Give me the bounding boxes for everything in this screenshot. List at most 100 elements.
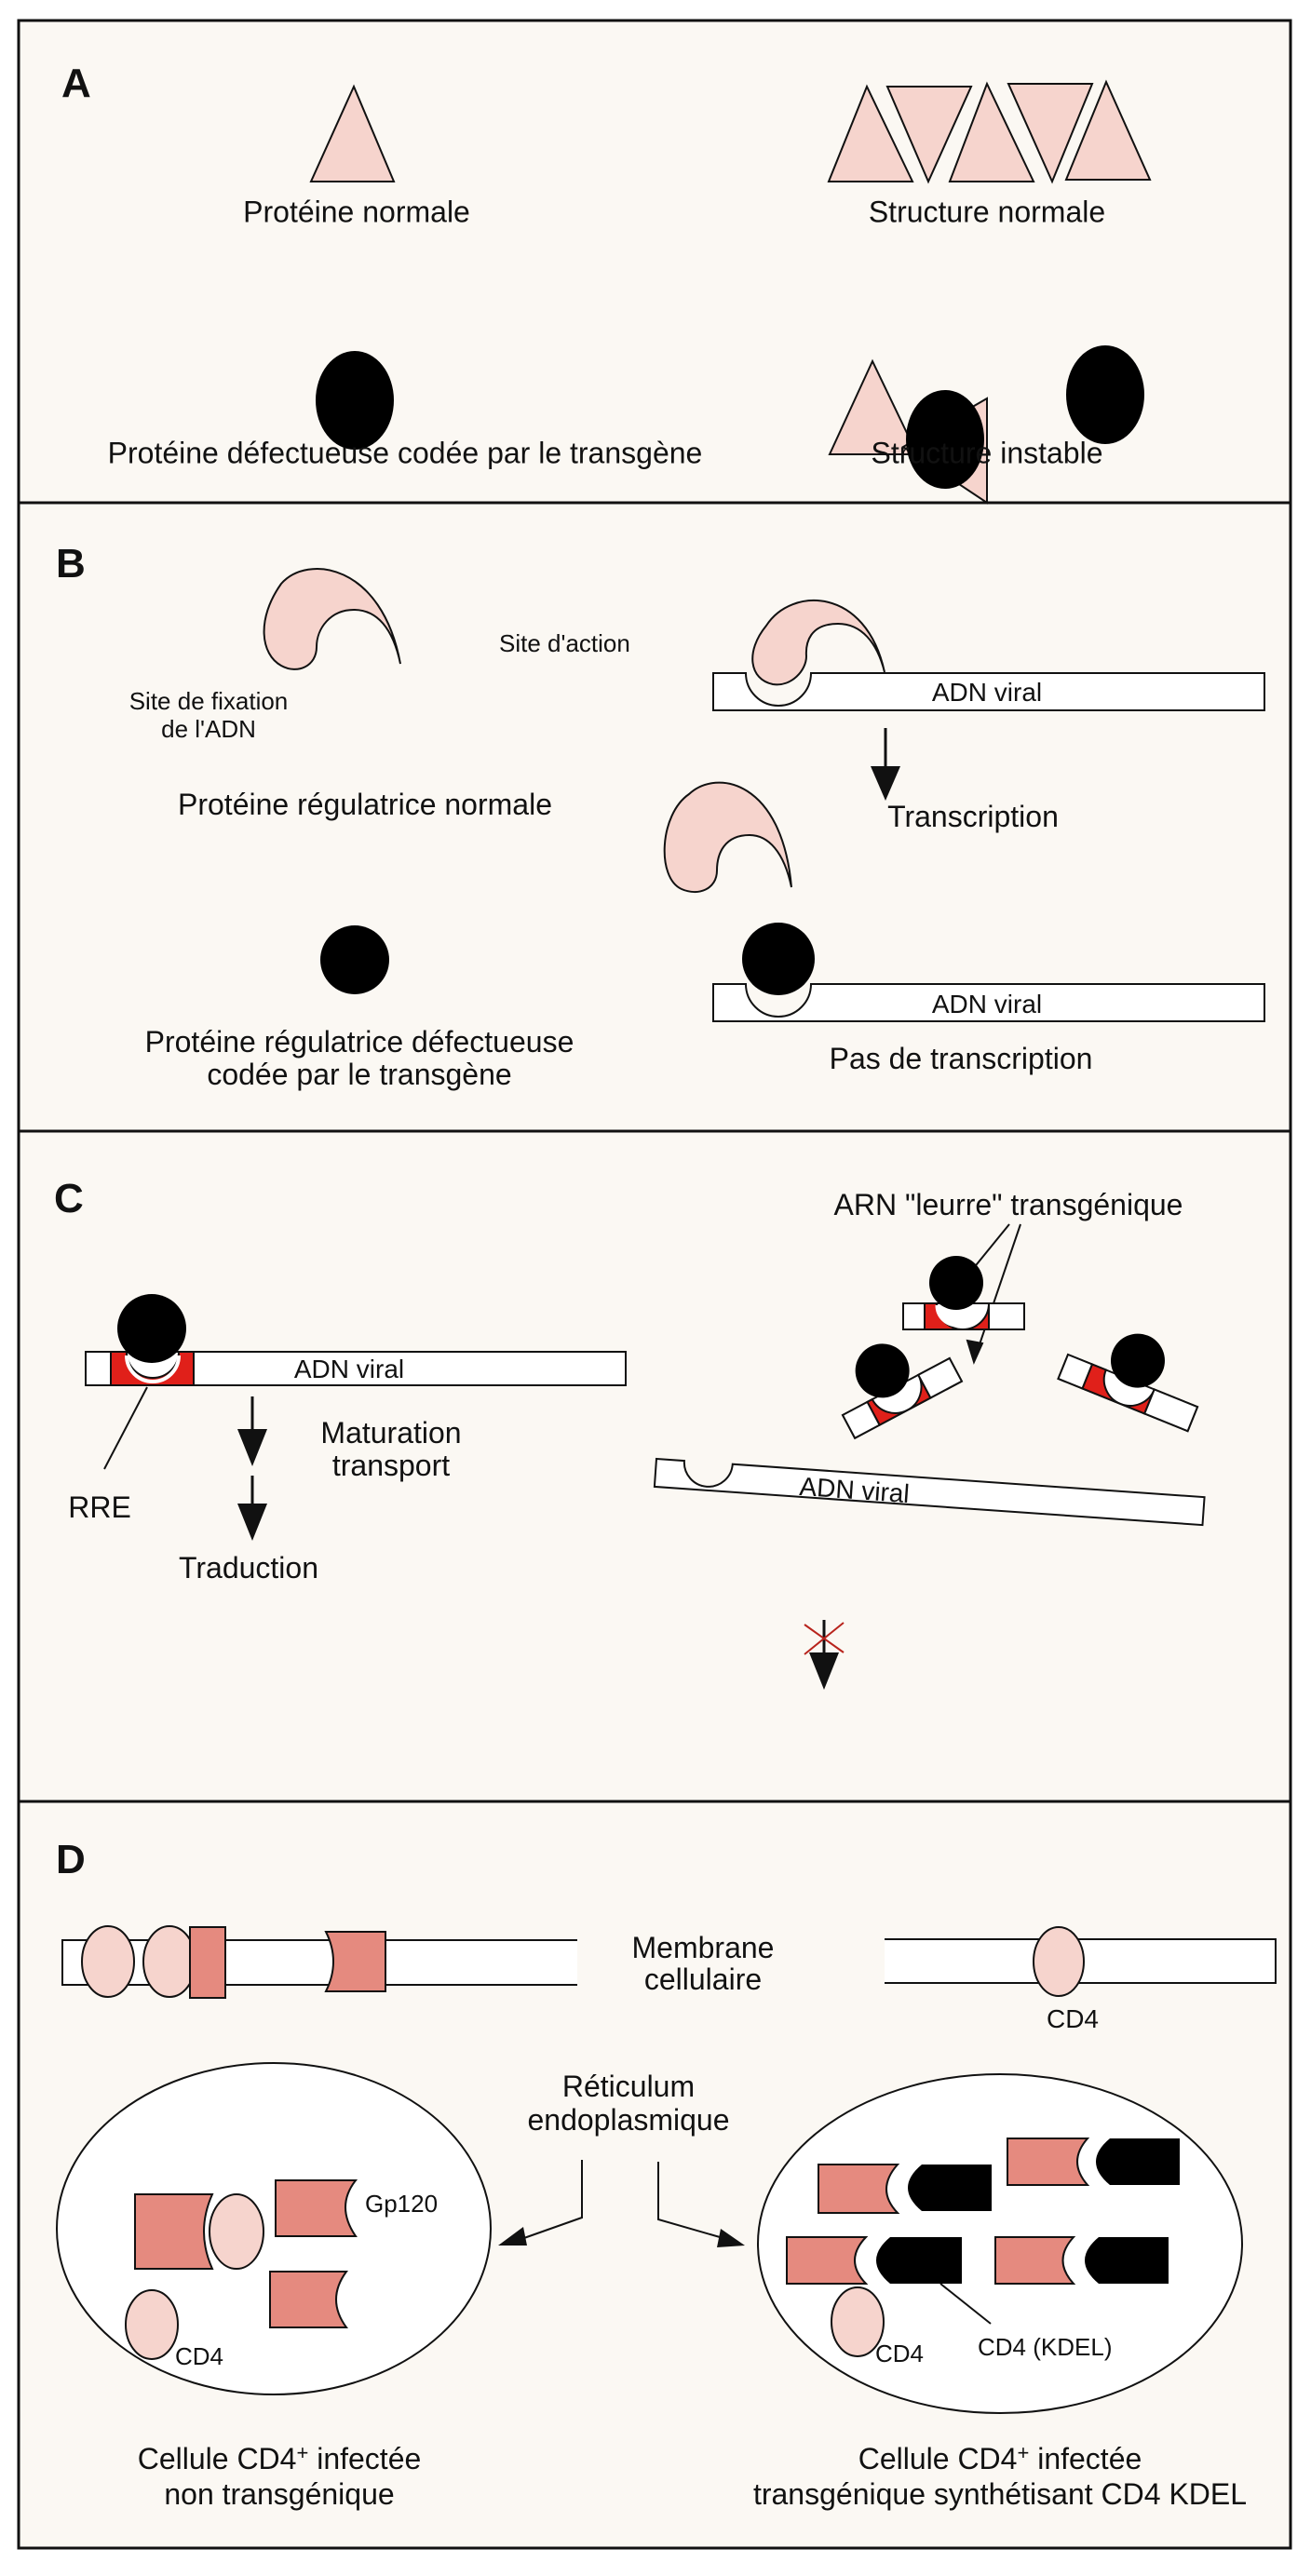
right-cell-caption-line2: transgénique synthétisant CD4 KDEL (753, 2477, 1247, 2511)
cd4-kdel-leader-line (939, 2283, 992, 2325)
membrane-cd4-2 (142, 1925, 196, 1998)
binding-site-label-line2: de l'ADN (161, 715, 256, 743)
blocked-arrow (804, 1620, 845, 1690)
triangle-down-2 (1007, 83, 1094, 184)
transcription-label: Transcription (887, 800, 1059, 833)
membrane-right (885, 1926, 1277, 1997)
translation-label: Traduction (179, 1551, 318, 1585)
unstable-black-circle-1 (906, 390, 984, 489)
binding-site-label-line1: Site de fixation (129, 687, 289, 715)
free-normal-regulator (663, 781, 792, 894)
panel-letter-c: C (54, 1176, 84, 1221)
defective-regulator-circle (320, 925, 389, 994)
panel-letter-a: A (61, 61, 91, 106)
cross-mark (804, 1622, 845, 1655)
membrane-left (61, 1925, 577, 1999)
gp120-free-1 (275, 2179, 358, 2237)
unstable-structure (828, 345, 1144, 505)
membrane-cd4-1 (81, 1925, 135, 1998)
cd4-free-right (831, 2286, 885, 2357)
panel-letter-d: D (56, 1837, 86, 1882)
membrane-gp120-2 (324, 1931, 386, 1992)
unstable-triangle-1 (828, 358, 919, 455)
membrane-label-line1: Membrane (632, 1931, 775, 1964)
gp120-cd4kdel-complex-2 (1007, 2138, 1180, 2186)
gp120-cd4kdel-complex-1 (818, 2164, 992, 2214)
right-cell-caption-line1: Cellule CD4+ infectée (858, 2441, 1142, 2475)
rev-protein-bound (117, 1294, 186, 1363)
normal-regulator-label: Protéine régulatrice normale (178, 788, 552, 821)
no-transcription-label: Pas de transcription (830, 1042, 1093, 1075)
er-arrow-left (498, 2160, 583, 2246)
transcription-arrow (871, 728, 900, 801)
membrane-gp120-1 (189, 1926, 226, 1999)
normal-regulator-protein (263, 568, 401, 670)
maturation-arrow (237, 1396, 267, 1466)
er-label-line1: Réticulum (562, 2070, 695, 2103)
triangle-up-1 (827, 84, 914, 182)
panel-letter-b: B (56, 541, 86, 587)
gp120-label: Gp120 (365, 2190, 438, 2218)
gp120-bound (134, 2193, 214, 2270)
left-cell-contents (125, 2179, 358, 2360)
left-caption-sup: + (296, 2441, 308, 2464)
translation-arrow (237, 1476, 267, 1541)
panel-c-background (19, 1131, 1291, 1801)
triangle-up-3 (1064, 79, 1152, 181)
rre-label: RRE (68, 1490, 131, 1524)
gp120-free-2 (269, 2271, 348, 2328)
normal-protein-triangle (309, 84, 396, 182)
panel-b-background (19, 503, 1291, 1131)
maturation-label-line2: transport (332, 1449, 450, 1482)
panel-b: B Site d'action Site de fixation de l'AD… (56, 541, 1265, 1091)
normal-protein-label: Protéine normale (243, 196, 470, 229)
left-caption-pre: Cellule CD4 (138, 2442, 297, 2475)
cd4-right-label: CD4 (875, 2340, 924, 2367)
er-arrow-right (657, 2162, 745, 2247)
triangle-down-1 (885, 86, 973, 184)
defective-regulator-label-line1: Protéine régulatrice défectueuse (145, 1025, 574, 1059)
unstable-black-circle-2 (1066, 345, 1144, 444)
cd4-kdel-label: CD4 (KDEL) (978, 2333, 1112, 2361)
membrane-cd4-right (1033, 1926, 1085, 1997)
dna-label-left: ADN viral (294, 1355, 404, 1383)
panel-a: A Protéine normale Structure normale Pro… (61, 61, 1152, 505)
cd4-membrane-label: CD4 (1047, 2004, 1099, 2033)
right-caption-pre: Cellule CD4 (858, 2442, 1018, 2475)
left-cell-caption-line1: Cellule CD4+ infectée (138, 2441, 422, 2475)
gp120-cd4kdel-complex-4 (994, 2236, 1169, 2285)
defective-protein-label: Protéine défectueuse codée par le transg… (108, 437, 703, 470)
right-cell-contents (786, 2138, 1180, 2357)
defective-regulator-bound (742, 923, 815, 995)
cell-non-transgenic (56, 2062, 492, 2395)
viral-dna-bound-normal (712, 599, 1265, 711)
viral-dna-bound-defective (712, 923, 1265, 1022)
panel-d: D Membrane cellulaire CD4 Réticulum endo… (56, 1837, 1277, 2511)
dna-label-bottom: ADN viral (932, 990, 1042, 1018)
normal-structure-triangles (827, 79, 1152, 184)
rre-leader-line (103, 1386, 148, 1470)
action-site-label: Site d'action (499, 629, 630, 657)
cd4-free (125, 2289, 179, 2360)
figure-frame (17, 19, 1292, 2550)
dna-label-top: ADN viral (932, 678, 1042, 707)
maturation-label-line1: Maturation (320, 1416, 461, 1450)
left-cell-caption-line2: non transgénique (164, 2477, 394, 2511)
er-label-line2: endoplasmique (527, 2103, 729, 2137)
gp120-cd4kdel-complex-3 (786, 2236, 962, 2285)
left-caption-post: infectée (308, 2442, 421, 2475)
decoy-rna-1 (902, 1256, 1025, 1330)
cd4-bound (209, 2193, 264, 2270)
decoy-rna-label: ARN "leurre" transgénique (834, 1188, 1183, 1221)
panel-c: C ADN viral RRE Maturation transport Tra… (54, 1176, 1206, 1690)
unstable-structure-label: Structure instable (871, 437, 1102, 470)
viral-dna-unbound (653, 1457, 1206, 1527)
right-caption-post: infectée (1029, 2442, 1142, 2475)
defective-protein-circle (316, 351, 394, 450)
decoy-rna-3 (1057, 1333, 1199, 1433)
membrane-label-line2: cellulaire (644, 1962, 762, 1996)
defective-regulator-label-line2: codée par le transgène (207, 1058, 511, 1091)
right-caption-sup: + (1017, 2441, 1029, 2464)
cd4-left-label: CD4 (175, 2342, 223, 2370)
